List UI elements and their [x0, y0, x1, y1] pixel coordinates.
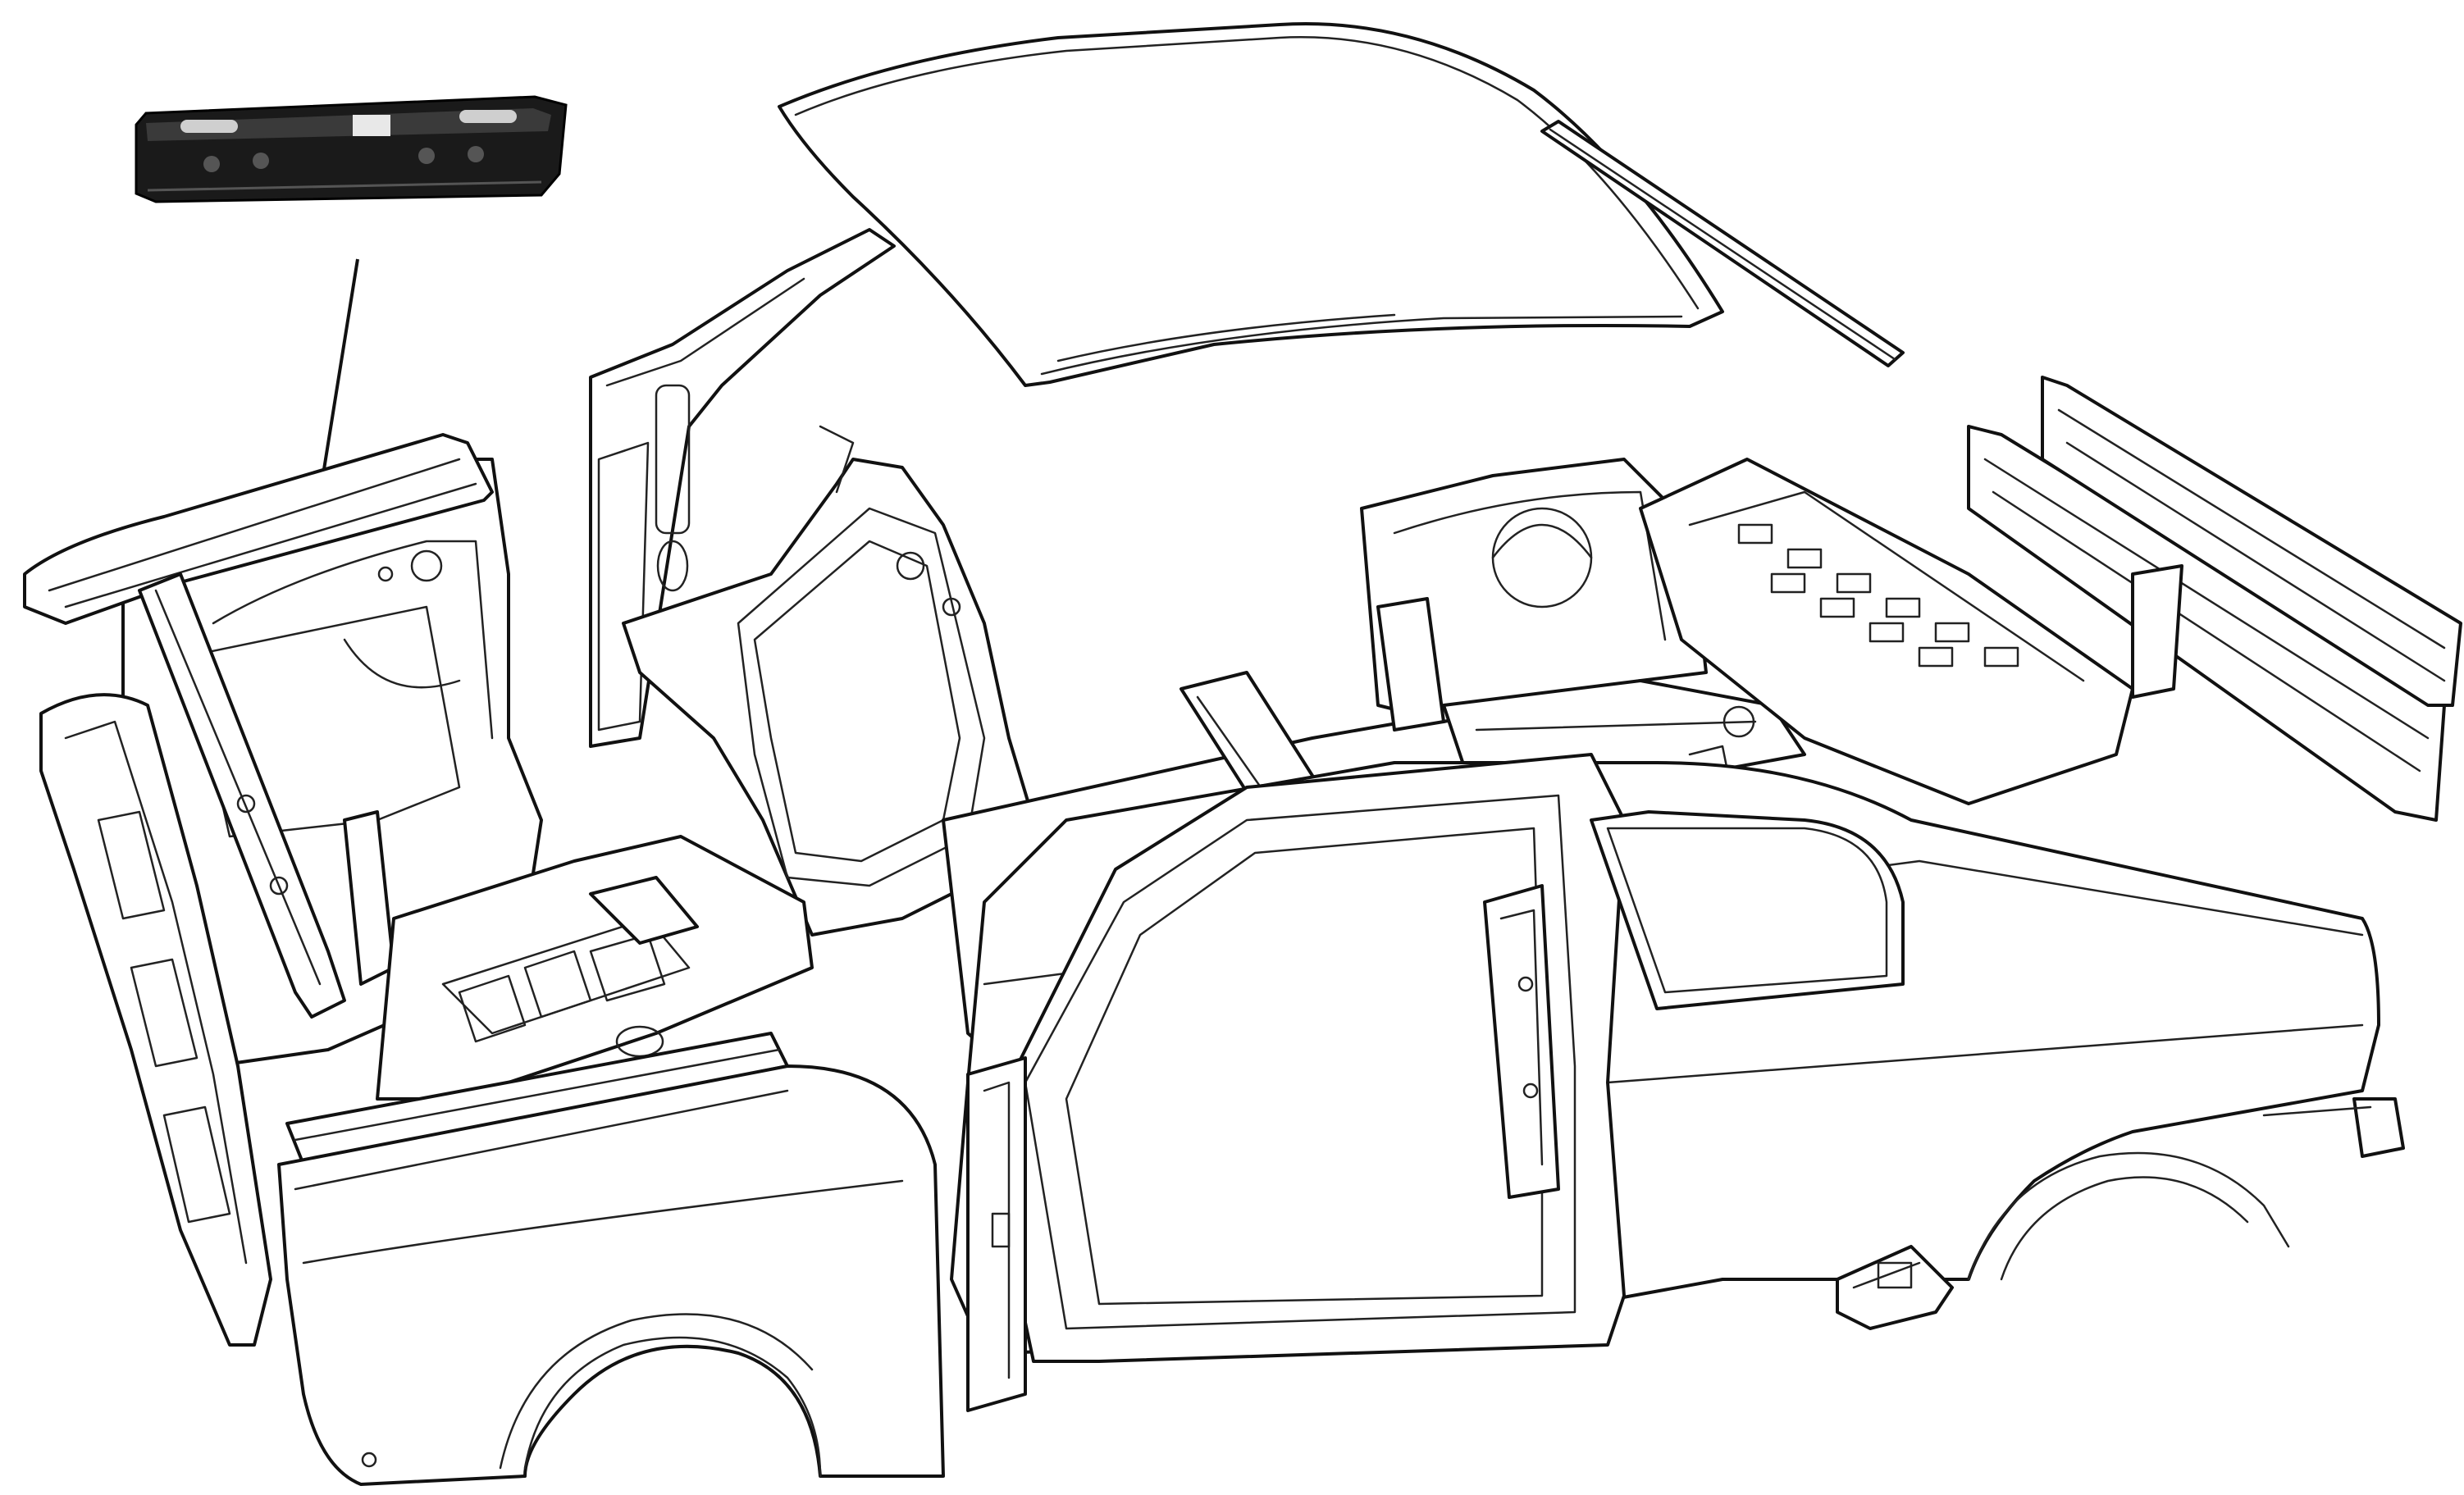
front-floor-pan[interactable]	[376, 835, 814, 1101]
chassis-leg[interactable]	[138, 572, 395, 1019]
rear-back-panel[interactable]	[2041, 376, 2462, 707]
boot-floor-ribs	[1737, 523, 2019, 668]
front-apron-panel[interactable]	[39, 693, 272, 1347]
door-aperture-frame[interactable]	[974, 753, 1626, 1363]
rear-suspension-mount[interactable]	[1836, 1245, 1954, 1330]
b-pillar-inner[interactable]	[1483, 884, 1560, 1199]
part-thumbnail[interactable]	[135, 95, 568, 203]
rear-bulkhead[interactable]	[1360, 458, 1708, 732]
a-pillar-front-shut[interactable]	[966, 1056, 1027, 1412]
rear-quarter-window[interactable]	[1590, 810, 1905, 1010]
front-crossmember[interactable]	[23, 433, 494, 625]
a-pillar-left[interactable]	[589, 228, 896, 748]
rear-valance-panel[interactable]	[1967, 425, 2446, 822]
roof-drip-rail[interactable]	[1540, 120, 1905, 367]
front-wing-fender[interactable]	[277, 1064, 945, 1486]
boot-floor-panel[interactable]	[1639, 458, 2134, 805]
rear-chassis-leg[interactable]	[2262, 1097, 2405, 1158]
roof-panel[interactable]	[778, 22, 1724, 387]
